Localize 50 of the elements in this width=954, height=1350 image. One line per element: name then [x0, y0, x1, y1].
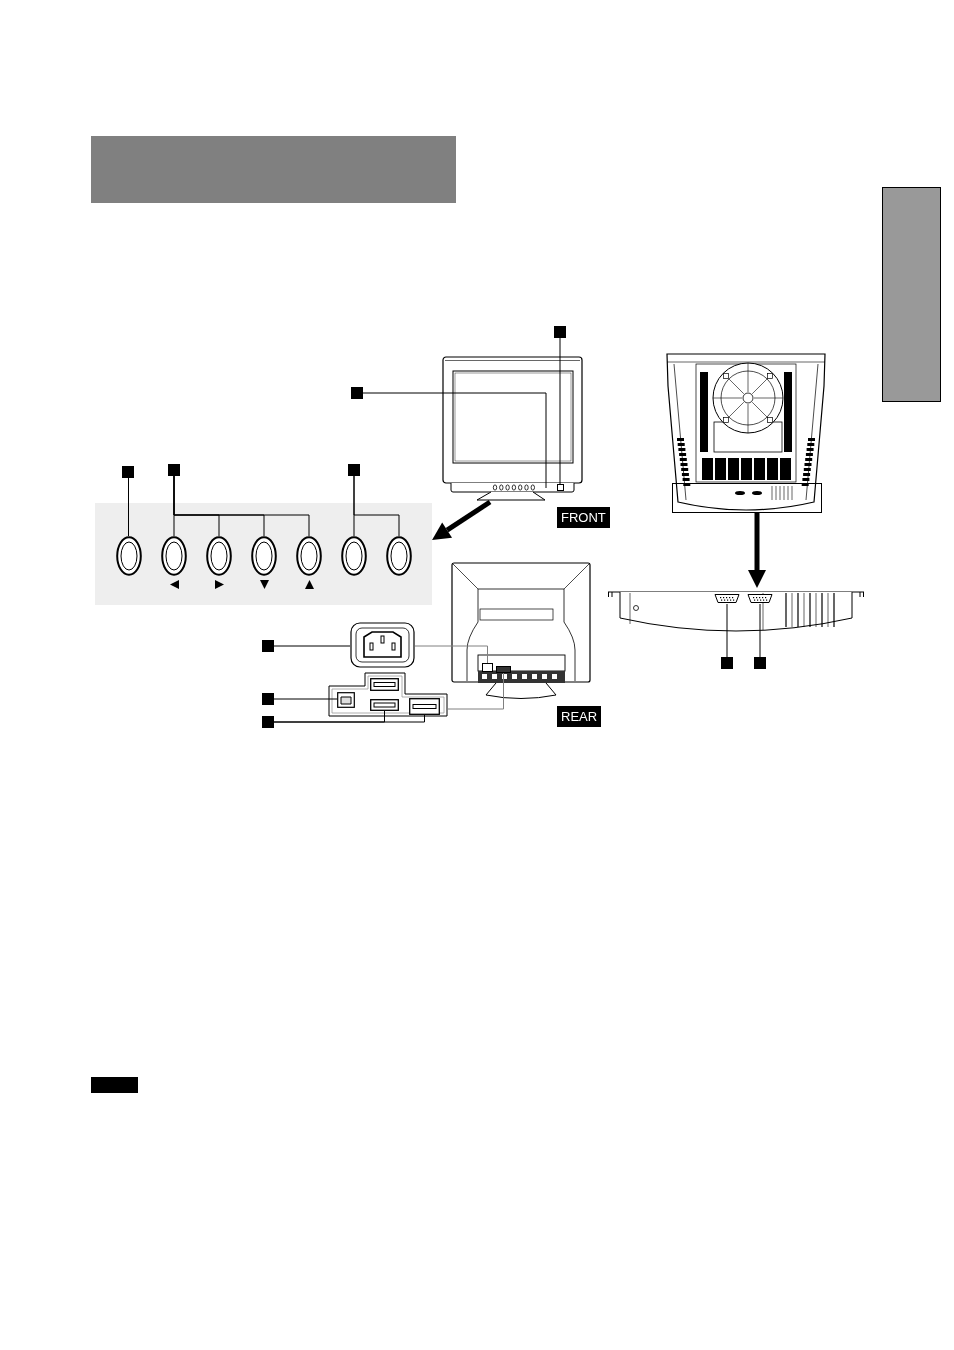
connector-panel: [496, 666, 511, 673]
connector-line: [414, 645, 488, 664]
control-button: [296, 536, 322, 576]
control-button: [251, 536, 277, 576]
leader-line: [273, 698, 338, 700]
control-button: [161, 536, 187, 576]
view-label: FRONT: [557, 507, 610, 528]
leader-line: [273, 645, 351, 647]
control-button: [386, 536, 412, 576]
leader-line: [353, 475, 400, 537]
leader-line: [759, 603, 761, 658]
leader-line: [173, 475, 310, 537]
power-inlet: [482, 663, 493, 672]
leader-line: [362, 392, 547, 489]
control-button: [206, 536, 232, 576]
callout-marker: [262, 640, 274, 652]
zoom-arrow: [432, 499, 492, 540]
usb-a-port: [409, 698, 440, 715]
callout-marker: [721, 657, 733, 669]
control-button: [341, 536, 367, 576]
note-badge: [91, 1077, 138, 1093]
callout-marker: [554, 326, 566, 338]
usb-b-port: [337, 692, 355, 708]
indicator-lamp: [556, 484, 564, 491]
control-button: [116, 536, 142, 576]
monitor-front-drawing: [441, 356, 584, 502]
d-sub-connector: [747, 593, 773, 604]
port-housing: [328, 672, 448, 717]
power-socket: [350, 622, 415, 668]
callout-marker: [262, 693, 274, 705]
leader-line: [128, 477, 129, 537]
callout-marker: [351, 387, 363, 399]
callout-marker: [168, 464, 180, 476]
callout-marker: [262, 716, 274, 728]
zoom-arrow: [748, 513, 766, 588]
d-sub-connector: [714, 593, 740, 604]
usb-a-port: [370, 699, 399, 711]
highlight-frame: [672, 483, 822, 513]
button-panel: [95, 503, 432, 605]
leader-line: [559, 337, 561, 485]
callout-marker: [348, 464, 360, 476]
leader-line: [273, 710, 425, 723]
connector-line: [447, 672, 504, 710]
heading-bar: [91, 136, 456, 203]
leader-line: [726, 603, 728, 658]
view-label: REAR: [557, 706, 602, 727]
callout-marker: [754, 657, 766, 669]
usb-a-port: [370, 678, 399, 691]
side-tab: [882, 187, 941, 402]
callout-marker: [122, 466, 134, 478]
